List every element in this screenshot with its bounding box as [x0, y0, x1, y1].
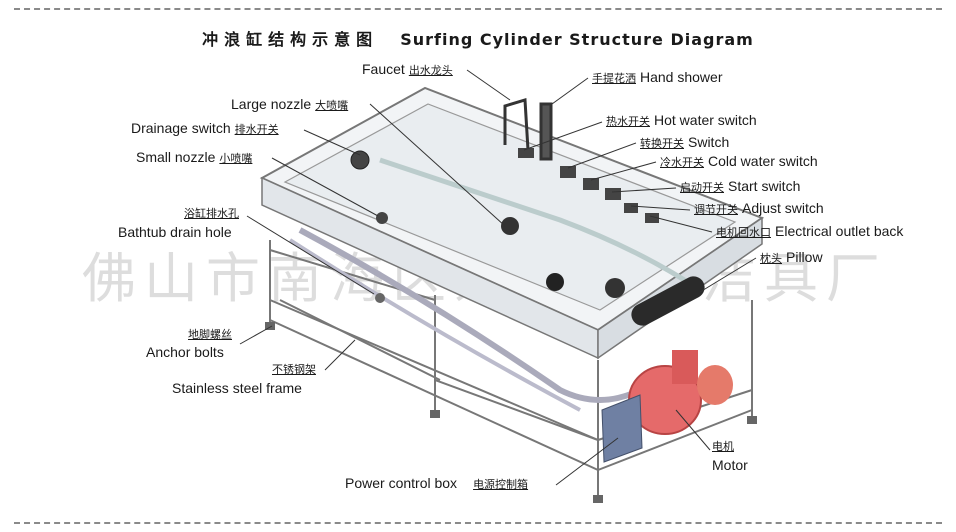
frame-cn: 不锈钢架	[272, 364, 316, 376]
power-box-en: Power control box	[345, 475, 458, 491]
start-switch-cn: 启动开关	[680, 182, 724, 194]
top-divider	[14, 8, 942, 10]
power-control-box	[601, 394, 643, 463]
label-hot-water-switch: 热水开关 Hot water switch	[602, 112, 757, 129]
power-box-cn: 电源控制箱	[473, 479, 529, 491]
faucet-en: Faucet	[362, 61, 405, 77]
label-frame: 不锈钢架 Stainless steel frame	[172, 361, 316, 397]
cold-water-switch-cn: 冷水开关	[660, 157, 704, 169]
start-switch-en: Start switch	[728, 178, 801, 194]
adjust-switch-cn: 调节开关	[694, 204, 738, 216]
cold-water-switch-en: Cold water switch	[708, 153, 818, 169]
motor	[628, 350, 733, 435]
label-drain-hole: 浴缸排水孔 Bathtub drain hole	[118, 205, 239, 241]
hot-water-switch-cn: 热水开关	[606, 116, 650, 128]
label-anchor-bolts: 地脚螺丝 Anchor bolts	[146, 327, 232, 361]
small-nozzle-en: Small nozzle	[136, 149, 216, 165]
motor-cn: 电机	[712, 441, 734, 453]
label-motor: 电机 Motor	[712, 438, 748, 474]
large-nozzle-en: Large nozzle	[231, 96, 312, 112]
anchor-bolts-cn: 地脚螺丝	[188, 329, 232, 341]
large-nozzle-cn: 大喷嘴	[315, 100, 349, 112]
motor-en: Motor	[712, 457, 748, 473]
drainage-switch-en: Drainage switch	[131, 120, 231, 136]
label-hand-shower: 手提花洒 Hand shower	[588, 69, 723, 86]
title-chinese: 冲浪缸结构示意图	[202, 30, 379, 49]
electrical-outlet-en: Electrical outlet back	[775, 223, 904, 239]
anchor-bolts-en: Anchor bolts	[146, 344, 224, 360]
label-cold-water-switch: 冷水开关 Cold water switch	[656, 153, 818, 170]
label-adjust-switch: 调节开关 Adjust switch	[690, 200, 824, 217]
switch-panel	[518, 148, 659, 223]
electrical-outlet-cn: 电机回水口	[716, 227, 771, 239]
nozzles	[350, 150, 625, 303]
hand-shower-cn: 手提花洒	[592, 73, 636, 85]
drainage-switch-cn: 排水开关	[234, 124, 279, 136]
label-start-switch: 启动开关 Start switch	[676, 178, 800, 195]
hot-water-switch-en: Hot water switch	[654, 112, 757, 128]
switch-en: Switch	[688, 134, 730, 150]
drain-hole-en: Bathtub drain hole	[118, 224, 232, 240]
diagram-title: 冲浪缸结构示意图 Surfing Cylinder Structure Diagr…	[0, 26, 956, 50]
drain-hole-cn: 浴缸排水孔	[184, 208, 239, 220]
title-english: Surfing Cylinder Structure Diagram	[400, 30, 754, 49]
small-nozzle-cn: 小喷嘴	[219, 153, 253, 165]
leader-lines	[239, 69, 757, 486]
hand-shower-en: Hand shower	[640, 69, 723, 85]
pillow-en: Pillow	[786, 249, 823, 265]
label-power-box: Power control box 电源控制箱	[345, 475, 532, 492]
switch-cn: 转换开关	[640, 138, 684, 150]
adjust-switch-en: Adjust switch	[742, 200, 824, 216]
faucet	[503, 98, 553, 161]
pillow	[631, 276, 705, 326]
anchor-bolt-feet	[265, 322, 757, 503]
label-electrical-outlet: 电机回水口 Electrical outlet back	[712, 223, 903, 240]
label-switch: 转换开关 Switch	[636, 134, 729, 151]
bottom-divider	[14, 522, 942, 524]
pillow-cn: 枕头	[760, 253, 782, 265]
label-pillow: 枕头 Pillow	[756, 249, 823, 266]
frame-en: Stainless steel frame	[172, 380, 302, 396]
faucet-cn: 出水龙头	[408, 65, 453, 77]
